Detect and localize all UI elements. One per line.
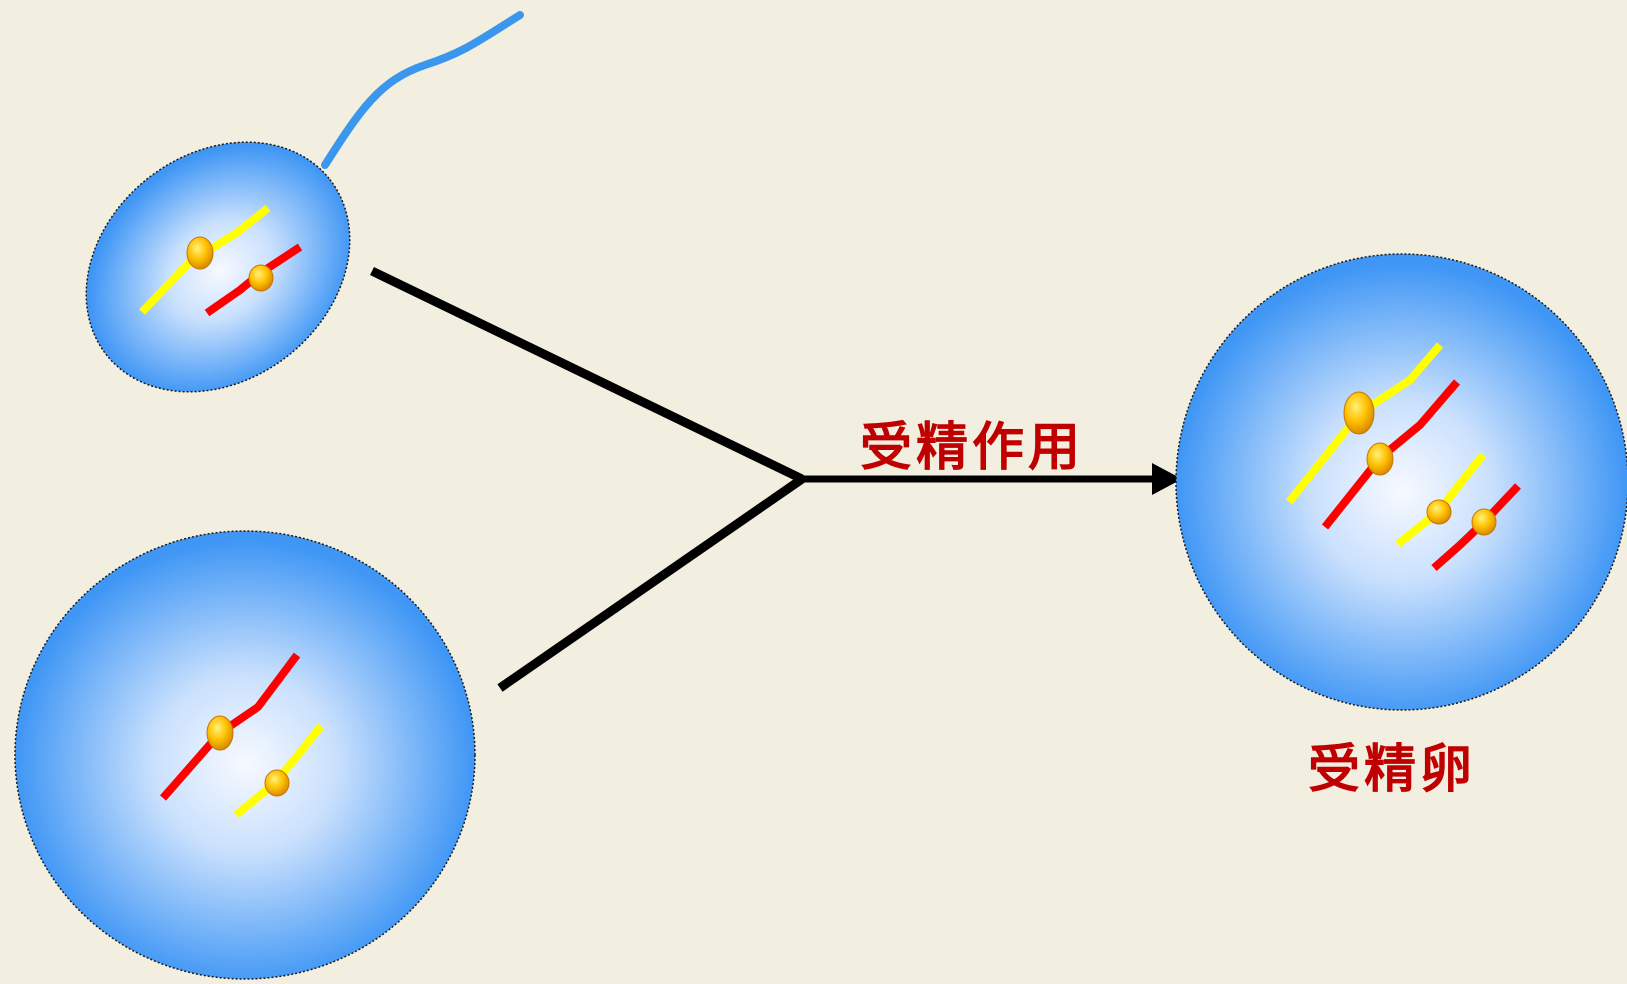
chromosome-yellow [1285,342,1444,505]
centromere-bead [264,769,290,797]
centromere-bead [1366,442,1394,476]
centromere-bead [186,236,214,270]
chromosome-red [1431,483,1521,571]
zygote-body [1175,253,1627,711]
chromosome-red [1321,379,1461,530]
sperm-cell [85,11,524,393]
zygote-label: 受精卵 [1308,739,1477,800]
chromosome-yellow [233,723,325,819]
fertilization-arrow [370,266,1182,692]
chromosome-yellow [139,204,271,315]
centromere-bead [1471,508,1497,536]
egg-connector-line [497,475,805,692]
sperm-tail [321,11,524,169]
sperm-connector-line [370,266,804,484]
centromere-bead [1426,499,1452,525]
centromere-bead [1343,391,1375,435]
chromosome-red [159,652,301,801]
egg-body [14,530,476,980]
arrow-head-icon [1152,463,1182,495]
chromosome-yellow [1395,452,1487,548]
egg-cell [14,530,476,980]
fertilization-label: 受精作用 [860,417,1085,478]
centromere-bead [206,715,234,751]
centromere-bead [248,264,274,292]
zygote-cell [1175,253,1627,711]
sperm-head [85,141,351,393]
